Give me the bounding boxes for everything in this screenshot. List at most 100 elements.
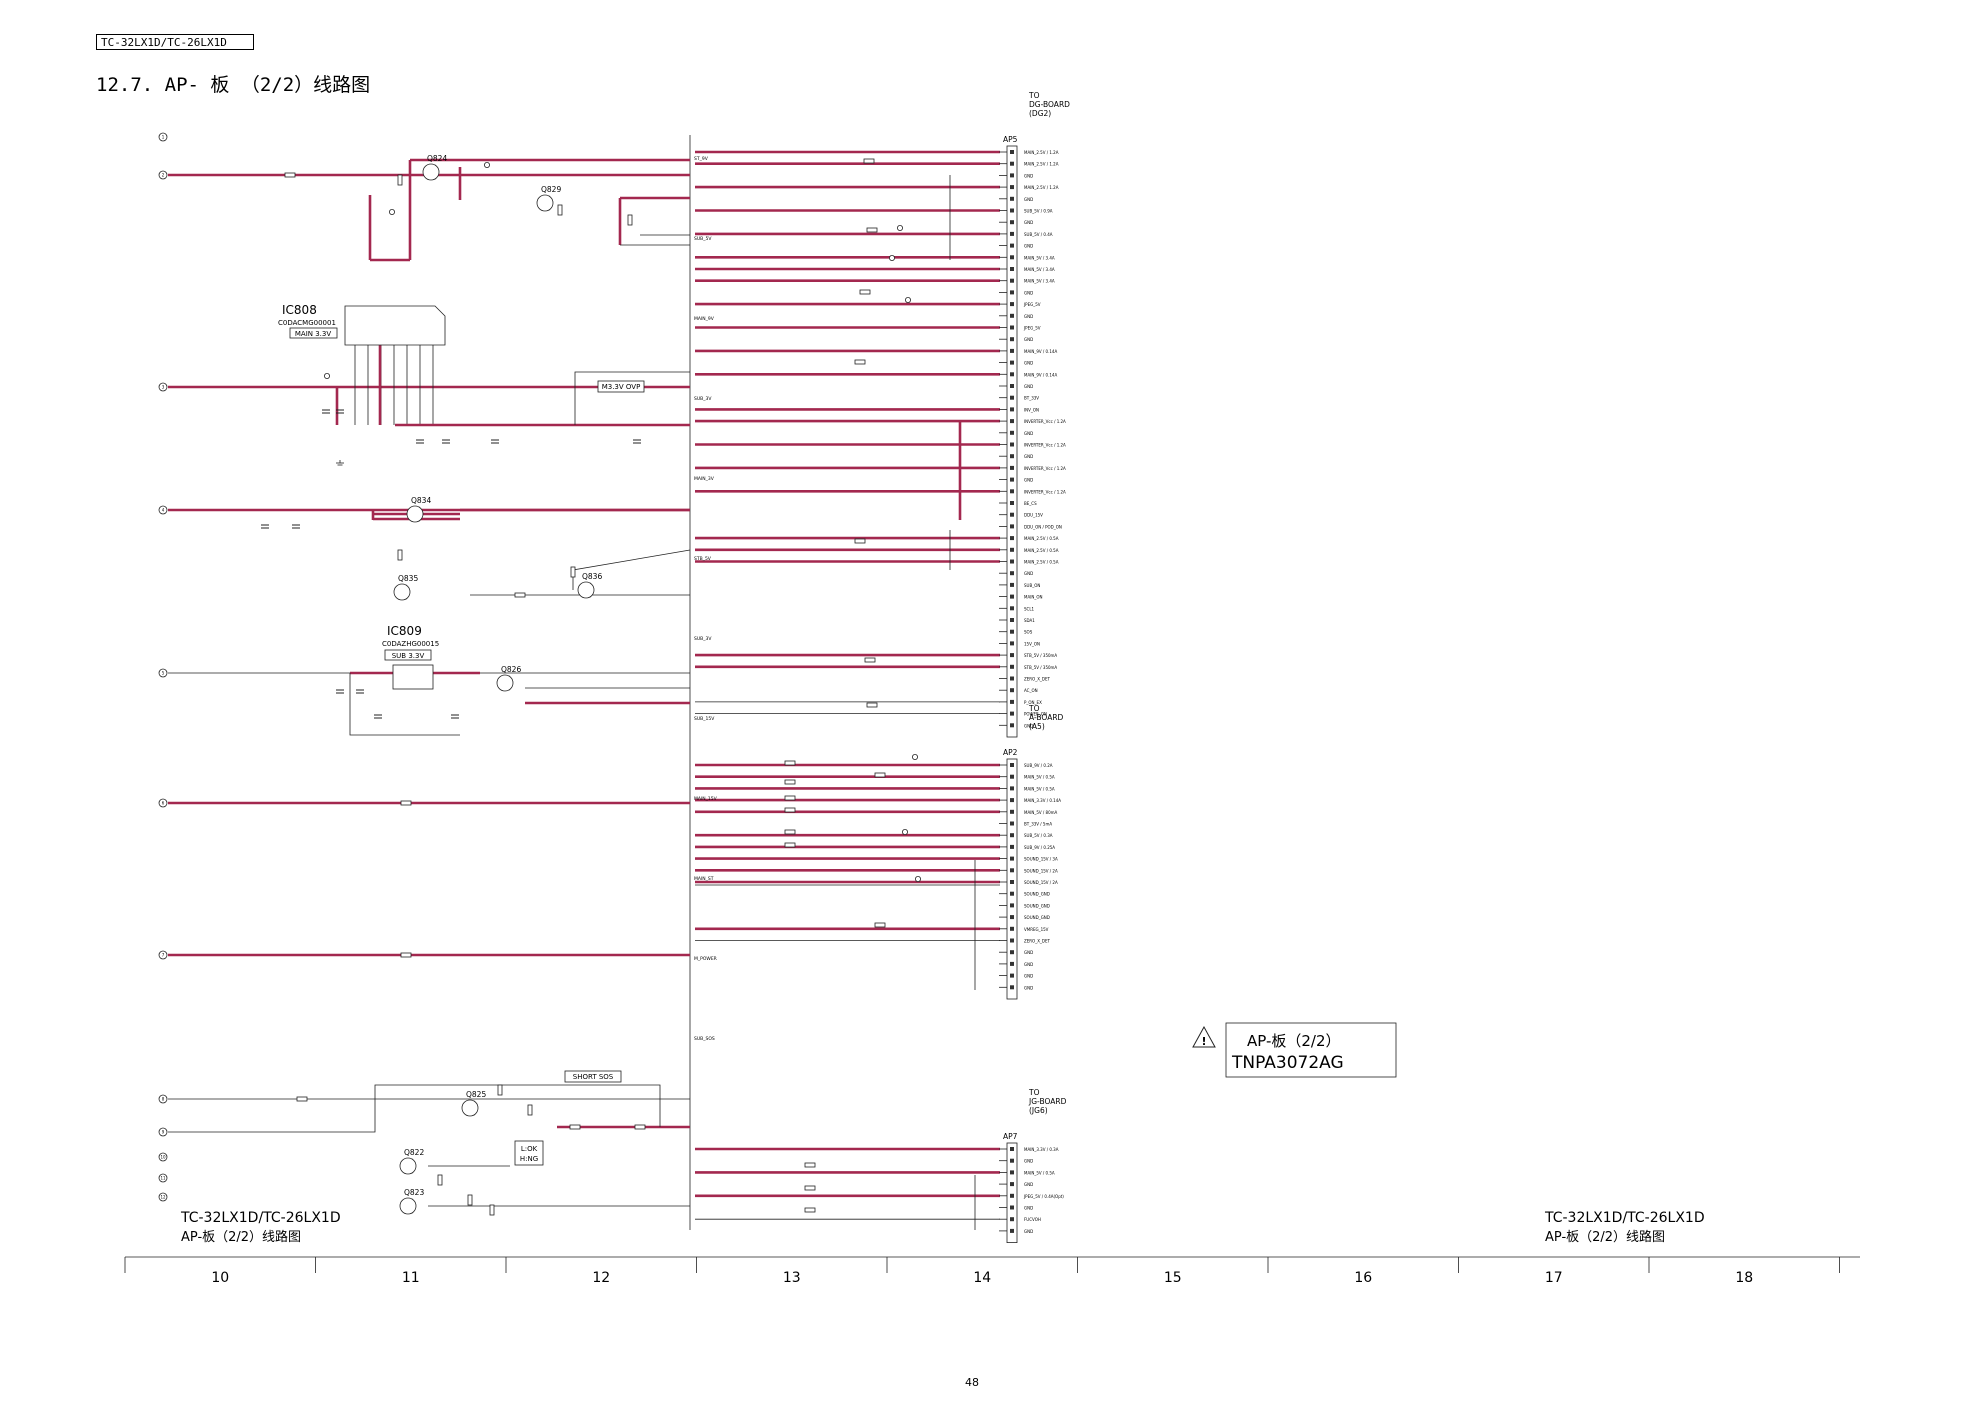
- connector-pin-label: INVERTER_Vcc / 1.2A: [1024, 466, 1066, 471]
- connector-pin-label: BT_33V: [1024, 396, 1039, 401]
- connector-pin-label: MAIN_2.5V / 1.2A: [1024, 162, 1059, 167]
- lok-box: [514, 1140, 544, 1166]
- connector-pin-label: GND: [1024, 384, 1033, 389]
- connector-board: JG-BOARD: [1028, 1097, 1067, 1106]
- ic-tag-text: SUB 3.3V: [392, 652, 425, 660]
- ic-tag: [384, 649, 432, 661]
- connector-pin-label: MAIN_5V / 0.5A: [1024, 1170, 1055, 1175]
- terminal-number: 9: [162, 1130, 165, 1135]
- grid-column-label: 17: [1545, 1270, 1563, 1286]
- connector-board: DG-BOARD: [1029, 100, 1070, 109]
- transistor-symbol: [422, 163, 440, 181]
- net-name-label: SUB_3V: [694, 636, 712, 642]
- connector-pin-pad: [1010, 880, 1014, 884]
- net-name-label: SUB_3V: [694, 396, 712, 402]
- connector-pin-label: SOUND_15V / 2A: [1024, 880, 1058, 885]
- grid-column-label: 15: [1164, 1270, 1182, 1286]
- connector-pin-pad: [1010, 676, 1014, 681]
- ic-part: C0DAZHG00015: [382, 640, 439, 648]
- connector-pin-pad: [1010, 243, 1014, 248]
- connector-pin-pad: [1010, 489, 1014, 494]
- connector-pin-pad: [1010, 1228, 1014, 1233]
- connector-pin-label: GND: [1024, 723, 1033, 728]
- transistor-ref: Q826: [501, 665, 521, 674]
- connector-pin-label: MAIN_2.5V / 0.5A: [1024, 548, 1059, 553]
- ic-ref: IC809: [387, 624, 422, 638]
- transistor-symbol: [393, 583, 411, 601]
- component-layer: [158, 132, 1397, 1243]
- net-terminal: [158, 1192, 168, 1202]
- connector-pin-pad: [1010, 618, 1014, 622]
- connector-pin-pad: [1010, 571, 1014, 576]
- connector-body: [1006, 1142, 1018, 1243]
- connector-pin-pad: [1010, 903, 1014, 908]
- connector-pin-label: GND: [1024, 173, 1033, 178]
- connector-pin-label: ZERO_X_DET: [1024, 677, 1051, 682]
- connector-pin-pad: [1010, 938, 1014, 943]
- resistor: [784, 779, 796, 785]
- connector-pin-pad: [1010, 161, 1014, 166]
- short-tag: [564, 1070, 622, 1083]
- connector-pin-label: GND: [1024, 962, 1033, 967]
- connector-pin-pad: [1010, 372, 1014, 377]
- connector-pin-pad: [1010, 501, 1014, 505]
- transistor-ref: Q823: [404, 1188, 424, 1197]
- resistor: [497, 1084, 503, 1096]
- connector-pin-pad: [1010, 786, 1014, 791]
- resistor: [784, 842, 796, 848]
- transistor-ref: Q834: [411, 496, 431, 505]
- net-terminal: [158, 950, 168, 960]
- net-name-label: M_POWER: [694, 956, 717, 962]
- connector-pin-pad: [1010, 1170, 1014, 1175]
- connector-pin-label: MAIN_5V / 3.4A: [1024, 267, 1055, 272]
- resistor: [804, 1162, 816, 1168]
- net-name-label: MAIN_15V: [694, 796, 718, 802]
- connector-pin-pad: [1010, 856, 1014, 861]
- resistor: [397, 549, 403, 561]
- net-terminal: [158, 1094, 168, 1104]
- connector-to: TO: [1028, 91, 1040, 100]
- connector-pin-label: JPEG_5V / 0.4A(Opt): [1023, 1194, 1064, 1199]
- title-block-line1: AP-板（2/2）: [1247, 1032, 1341, 1050]
- connector-pin-label: INVERTER_Vcc / 1.2A: [1024, 419, 1066, 424]
- connector-pin-label: MAIN_ON: [1024, 595, 1043, 600]
- net-name-label: MAIN_9V: [694, 316, 715, 322]
- transistor-ref: Q836: [582, 572, 602, 581]
- transistor-symbol: [536, 194, 554, 212]
- connector-pin-pad: [1010, 477, 1014, 482]
- connector-pin-label: POWER_ON: [1024, 712, 1047, 717]
- connector-pin-pad: [1010, 208, 1014, 213]
- connector-pin-label: JPEG_5V: [1023, 302, 1041, 307]
- connector-pin-label: GND: [1024, 220, 1033, 225]
- connector-pin-pad: [1010, 536, 1014, 541]
- connector-pin-pad: [1010, 915, 1014, 920]
- connector-pin-label: SUB_9V / 0.25A: [1024, 845, 1055, 850]
- connector-pin-pad: [1010, 688, 1014, 693]
- connector-pin-label: AC_ON: [1024, 688, 1038, 693]
- resistor: [864, 657, 876, 663]
- connector-pin-pad: [1010, 278, 1014, 283]
- connector-pin-label: SUB_5V / 0.4A: [1024, 232, 1053, 237]
- title-block: [1225, 1022, 1397, 1078]
- footer-right-model: TC-32LX1D/TC-26LX1D: [1544, 1210, 1705, 1226]
- footer-left-model: TC-32LX1D/TC-26LX1D: [180, 1210, 341, 1226]
- net-terminal: [158, 170, 168, 180]
- connector-pin-label: STB_5V / 350mA: [1024, 665, 1057, 670]
- warning-icon: [1192, 1025, 1216, 1048]
- connector-pin-label: GND: [1024, 244, 1033, 249]
- connector-pin-label: GND: [1024, 454, 1033, 459]
- net-name-label: MAIN_3V: [694, 476, 715, 482]
- connector-pin-label: MAIN_5V / 3.4A: [1024, 279, 1055, 284]
- net-terminal: [158, 1152, 168, 1162]
- transistor-symbol: [577, 581, 595, 599]
- connector-pin-pad: [1010, 1217, 1014, 1222]
- transistor-ref: Q825: [466, 1090, 486, 1099]
- signal-trace: [168, 1099, 376, 1133]
- test-point: [388, 208, 395, 215]
- test-point: [323, 372, 330, 379]
- connector-pin-pad: [1010, 699, 1014, 704]
- warning-icon-glyph: !: [1201, 1035, 1206, 1048]
- connector-pin-label: MAIN_9V / 0.14A: [1024, 372, 1057, 377]
- connector-pin-label: MAIN_3.3V / 0.14A: [1024, 798, 1061, 803]
- connector-pin-label: GND: [1024, 290, 1033, 295]
